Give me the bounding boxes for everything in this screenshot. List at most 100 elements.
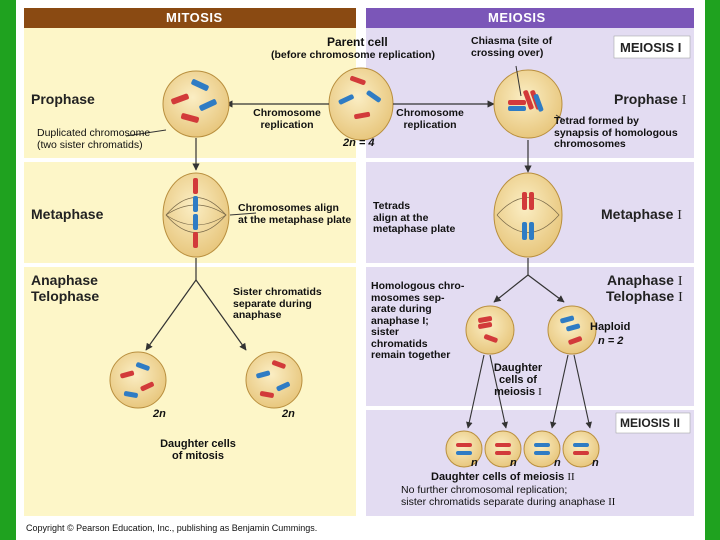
duplicated-line-1: Duplicated chromosome — [37, 127, 151, 139]
copyright: Copyright © Pearson Education, Inc., pub… — [26, 523, 318, 533]
chiasma-line-2: crossing over) — [471, 46, 544, 59]
parent-cell-subtitle: (before chromosome replication) — [271, 49, 435, 61]
meiosis-prophase-cell — [493, 69, 563, 139]
meiosis1-daughter-line-3-text: meiosis — [494, 386, 536, 398]
meiosis-prophase-text: Prophase — [614, 91, 678, 107]
parent-cell-title: Parent cell — [327, 35, 388, 49]
mitosis-telophase-label: Telophase — [31, 288, 100, 304]
homolog-line-4: anaphase I; — [371, 314, 429, 327]
meiosis2-note-line-2: sister chromatids separate during anapha… — [401, 495, 616, 509]
meiosis2-daughter-title-text: Daughter cells of meiosis — [431, 471, 565, 483]
slide: MITOSIS MEIOSIS MEIOSIS I MEIOSIS II Par… — [16, 0, 705, 540]
homolog-line-5: sister — [371, 326, 400, 338]
mitosis-metaphase-label: Metaphase — [31, 206, 104, 222]
homolog-line-7: remain together — [371, 349, 451, 361]
parent-cell-ploidy: 2n = 4 — [343, 137, 375, 149]
meiosis2-note-line-1: No further chromosomal replication; — [401, 484, 568, 496]
separate-line-3: anaphase — [233, 309, 282, 321]
meiosis-anaphase-numeral: I — [677, 274, 683, 289]
cell-division-diagram — [24, 8, 694, 516]
meiosis2-n-3: n — [554, 457, 561, 469]
chiasma-line-1: Chiasma (site of — [471, 35, 553, 47]
meiosis2-daughter-title-numeral: II — [567, 471, 575, 483]
mitosis-daughter-ploidy-2: 2n — [282, 408, 295, 420]
meiosis-metaphase-text: Metaphase — [601, 206, 674, 222]
meiosis2-note-line-2-text: sister chromatids separate during anapha… — [401, 495, 606, 508]
mitosis-daughter-cell-2 — [245, 351, 303, 409]
haploid-n-label: n = 2 — [598, 335, 624, 347]
meiosis1-daughter-line-2: cells of — [499, 374, 537, 386]
meiosis2-daughter-cell-4 — [562, 430, 600, 468]
homolog-line-3: arate during — [371, 303, 432, 315]
meiosis2-note: No further chromosomal replication; sist… — [401, 484, 616, 509]
meiosis-prophase-label: Prophase I — [614, 91, 687, 109]
separate-line-1: Sister chromatids — [233, 286, 322, 298]
duplicated-line-2: (two sister chromatids) — [37, 138, 143, 151]
mitosis-replication-label: Chromosome replication — [251, 107, 323, 131]
meiosis-telophase-numeral: I — [678, 290, 683, 305]
meiosis1-daughter-cell-1 — [465, 305, 515, 355]
meiosis2-n-1: n — [471, 457, 478, 469]
tetrad-line-2: synapsis of homologous — [554, 126, 678, 139]
meiosis-metaphase-cell — [493, 172, 563, 258]
meiosis2-label-box — [615, 412, 691, 434]
homolog-line-1: Homologous chro- — [371, 280, 465, 292]
meiosis1-daughter-label: Daughter cells of meiosis I — [489, 362, 547, 398]
chiasma-label: Chiasma (site of crossing over) — [471, 35, 553, 59]
meiosis-replication-line-1: Chromosome — [396, 107, 464, 119]
meiosis2-note-numeral: II — [608, 496, 616, 508]
meiosis2-daughter-title: Daughter cells of meiosis II — [431, 471, 575, 483]
homologous-label: Homologous chro- mosomes sep- arate duri… — [371, 280, 465, 362]
meiosis-header-bar — [366, 8, 694, 28]
meiosis-anaphase-label: Anaphase I — [607, 272, 683, 290]
mitosis-replication-line-2: replication — [260, 118, 314, 131]
mitosis-daughter-cell-1 — [109, 351, 167, 409]
tetrads-align-label: Tetrads align at the metaphase plate — [373, 200, 456, 236]
meiosis-replication-label: Chromosome replication — [394, 107, 466, 131]
meiosis-anaphase-text: Anaphase — [607, 272, 674, 288]
meiosis1-label: MEIOSIS I — [620, 40, 682, 55]
meiosis2-daughter-cell-2 — [484, 430, 522, 468]
haploid-label: Haploid — [590, 321, 631, 333]
meiosis-telophase-text: Telophase — [606, 288, 675, 304]
mitosis-header: MITOSIS — [166, 10, 223, 25]
meiosis2-daughter-cell-3 — [523, 430, 561, 468]
meiosis-metaphase-numeral: I — [677, 208, 682, 223]
duplicated-chromosome-label: Duplicated chromosome (two sister chroma… — [37, 127, 151, 151]
meiosis2-n-4: n — [592, 457, 599, 469]
separate-line-2: separate during — [233, 297, 312, 310]
meiosis-replication-line-2: replication — [403, 118, 457, 131]
mitosis-replication-line-1: Chromosome — [253, 107, 321, 119]
mitosis-prophase-label: Prophase — [31, 91, 95, 107]
homolog-line-2: mosomes sep- — [371, 291, 445, 304]
sister-chromatids-label: Sister chromatids separate during anapha… — [233, 286, 322, 322]
tetrad-line-1: Tetrad formed by — [554, 115, 639, 127]
parent-cell — [328, 67, 394, 141]
meiosis1-daughter-line-3: meiosis I — [489, 386, 547, 398]
tetrads-line-2: align at the — [373, 211, 429, 224]
meiosis2-n-2: n — [510, 457, 517, 469]
meiosis-prophase-numeral: I — [681, 93, 687, 108]
mitosis-anaphase-label: Anaphase — [31, 272, 98, 288]
mitosis-metaphase-cell — [162, 172, 230, 258]
meiosis1-label-box — [613, 35, 691, 59]
mitosis-daughter-line-1: Daughter cells — [160, 438, 236, 450]
meiosis1-daughter-cell-2 — [547, 305, 597, 355]
align-line-2: at the metaphase plate — [238, 213, 352, 226]
tetrad-label: Tetrad formed by synapsis of homologous … — [554, 115, 678, 151]
meiosis-metaphase-label: Metaphase I — [601, 206, 682, 224]
homolog-line-6: chromatids — [371, 337, 428, 350]
meiosis1-daughter-numeral: I — [538, 386, 542, 398]
chromosomes-align-label: Chromosomes align at the metaphase plate — [238, 202, 352, 226]
mitosis-daughter-line-2: of mitosis — [172, 450, 224, 462]
tetrads-line-3: metaphase plate — [373, 223, 456, 235]
meiosis1-daughter-line-1: Daughter — [493, 362, 543, 374]
align-line-1: Chromosomes align — [238, 202, 339, 214]
meiosis2-label: MEIOSIS II — [620, 416, 681, 430]
mitosis-header-bar — [24, 8, 356, 28]
mitosis-daughter-ploidy-1: 2n — [153, 408, 166, 420]
tetrads-line-1: Tetrads — [373, 200, 411, 212]
tetrad-line-3: chromosomes — [554, 138, 626, 150]
meiosis-telophase-label: Telophase I — [606, 288, 683, 306]
meiosis-header: MEIOSIS — [488, 10, 546, 25]
